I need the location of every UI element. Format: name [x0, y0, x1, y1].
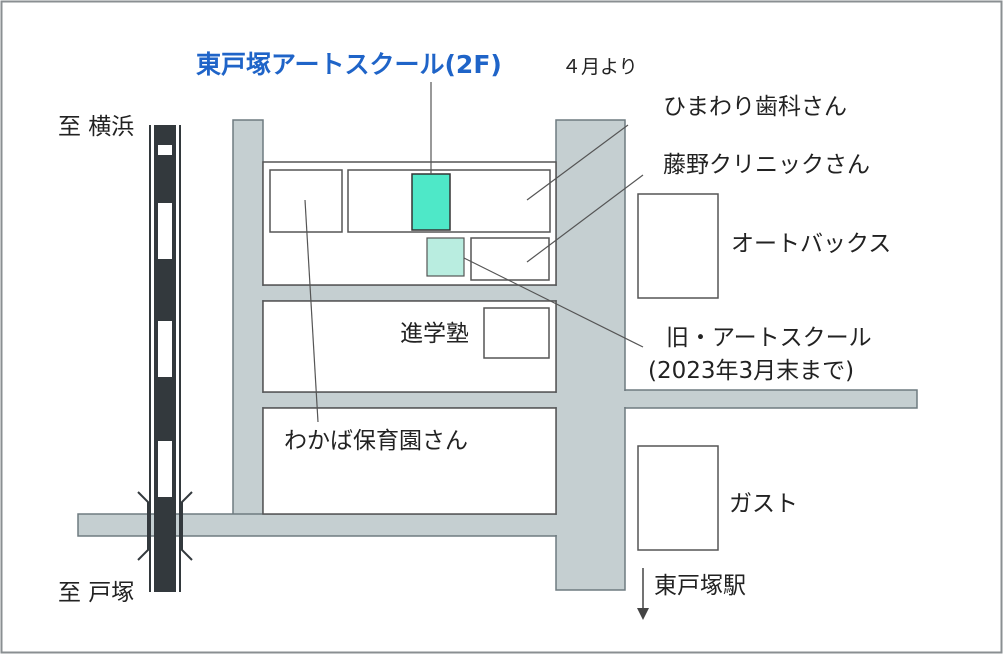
- to-totsuka-label: 至 戸塚: [58, 580, 134, 606]
- roads: [77, 119, 918, 591]
- autobacs-label: オートバックス: [731, 231, 891, 257]
- road-main-vertical: [555, 119, 626, 591]
- building-gusto: [637, 445, 719, 551]
- wakaba-label: わかば保育園さん: [284, 428, 468, 454]
- school-name-label: 東戸塚アートスクール(2F): [196, 50, 502, 79]
- road-upper-horizontal-2: [262, 391, 557, 409]
- school-note-label: ４月より: [562, 56, 638, 78]
- block-bottom: [262, 407, 557, 515]
- building-fujino: [470, 237, 550, 281]
- building-juku: [483, 307, 550, 359]
- building-autobacs: [637, 193, 719, 299]
- old-school-label-1: 旧・アートスクール: [666, 325, 872, 351]
- fujino-label: 藤野クリニックさん: [663, 152, 870, 178]
- gusto-label: ガスト: [729, 491, 798, 517]
- arrow-down-icon: [637, 568, 649, 620]
- new-school-marker: [411, 173, 451, 231]
- station-label: 東戸塚駅: [654, 573, 746, 599]
- to-yokohama-label: 至 横浜: [58, 114, 134, 140]
- buildings: [269, 169, 719, 551]
- railway-track-icon: [137, 125, 193, 592]
- road-right-horizontal: [624, 389, 918, 409]
- road-left-vertical: [232, 119, 264, 516]
- himawari-label: ひまわり歯科さん: [663, 94, 847, 120]
- old-school-label-2: (2023年3月末まで): [648, 358, 854, 384]
- road-upper-horizontal-1: [262, 284, 557, 302]
- shingakujuku-label: 進学塾: [400, 321, 469, 347]
- old-school-marker: [426, 237, 465, 277]
- leader-lines: [304, 82, 644, 423]
